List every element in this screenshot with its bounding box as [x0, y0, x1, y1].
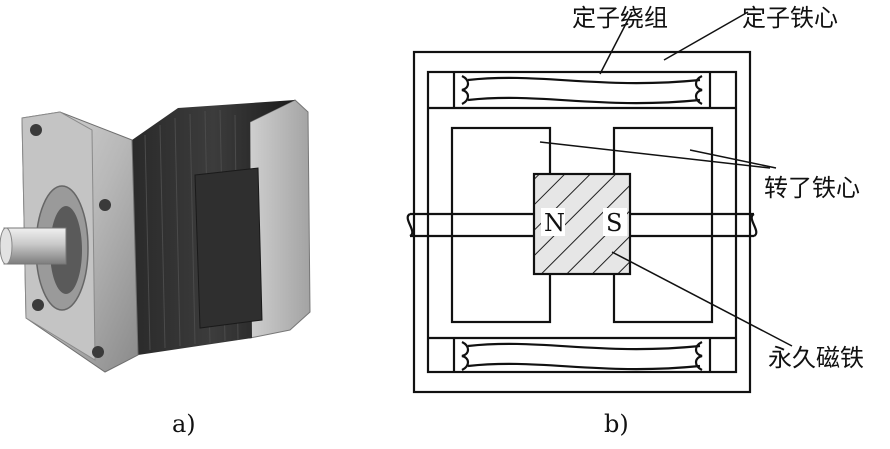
rotor-shaft [406, 212, 758, 238]
mount-hole-top-left [30, 124, 42, 136]
label-stator-winding: 定子绕组 [572, 4, 668, 32]
leader-permanent-magnet [611, 251, 793, 347]
label-stator-core: 定子铁心 [742, 4, 838, 32]
leader-stator-winding [599, 11, 633, 75]
leader-lines [539, 11, 793, 347]
leader-rotor-core-left [539, 141, 771, 169]
stator-core-inner-wall [426, 70, 738, 374]
stepper-motor-photo [0, 99, 311, 373]
mount-hole-bottom-left [32, 299, 44, 311]
motor-shaft [3, 227, 67, 265]
north-pole-label: N [544, 209, 565, 237]
stator-core-outer [412, 50, 752, 394]
leader-rotor-core-right [689, 149, 777, 169]
s-pole-label-bg [603, 208, 627, 236]
label-permanent-magnet: 永久磁铁 [768, 344, 864, 372]
caption-b: b) [604, 410, 629, 438]
mount-hole-top-right [99, 199, 111, 211]
stator-winding-top [461, 75, 703, 105]
label-rotor-core: 转了铁心 [764, 174, 860, 202]
structure-diagram: N S 定子绕组 定子铁心 转了铁心 永久磁铁 [406, 4, 864, 394]
middle-band [194, 167, 263, 329]
stator-winding-bottom [461, 341, 703, 371]
shaft-end [0, 227, 13, 265]
n-pole-label-bg [541, 208, 565, 236]
caption-a: a) [172, 410, 196, 438]
mount-hole-bottom-right [92, 346, 104, 358]
south-pole-label: S [606, 209, 622, 237]
leader-stator-core [663, 11, 749, 61]
